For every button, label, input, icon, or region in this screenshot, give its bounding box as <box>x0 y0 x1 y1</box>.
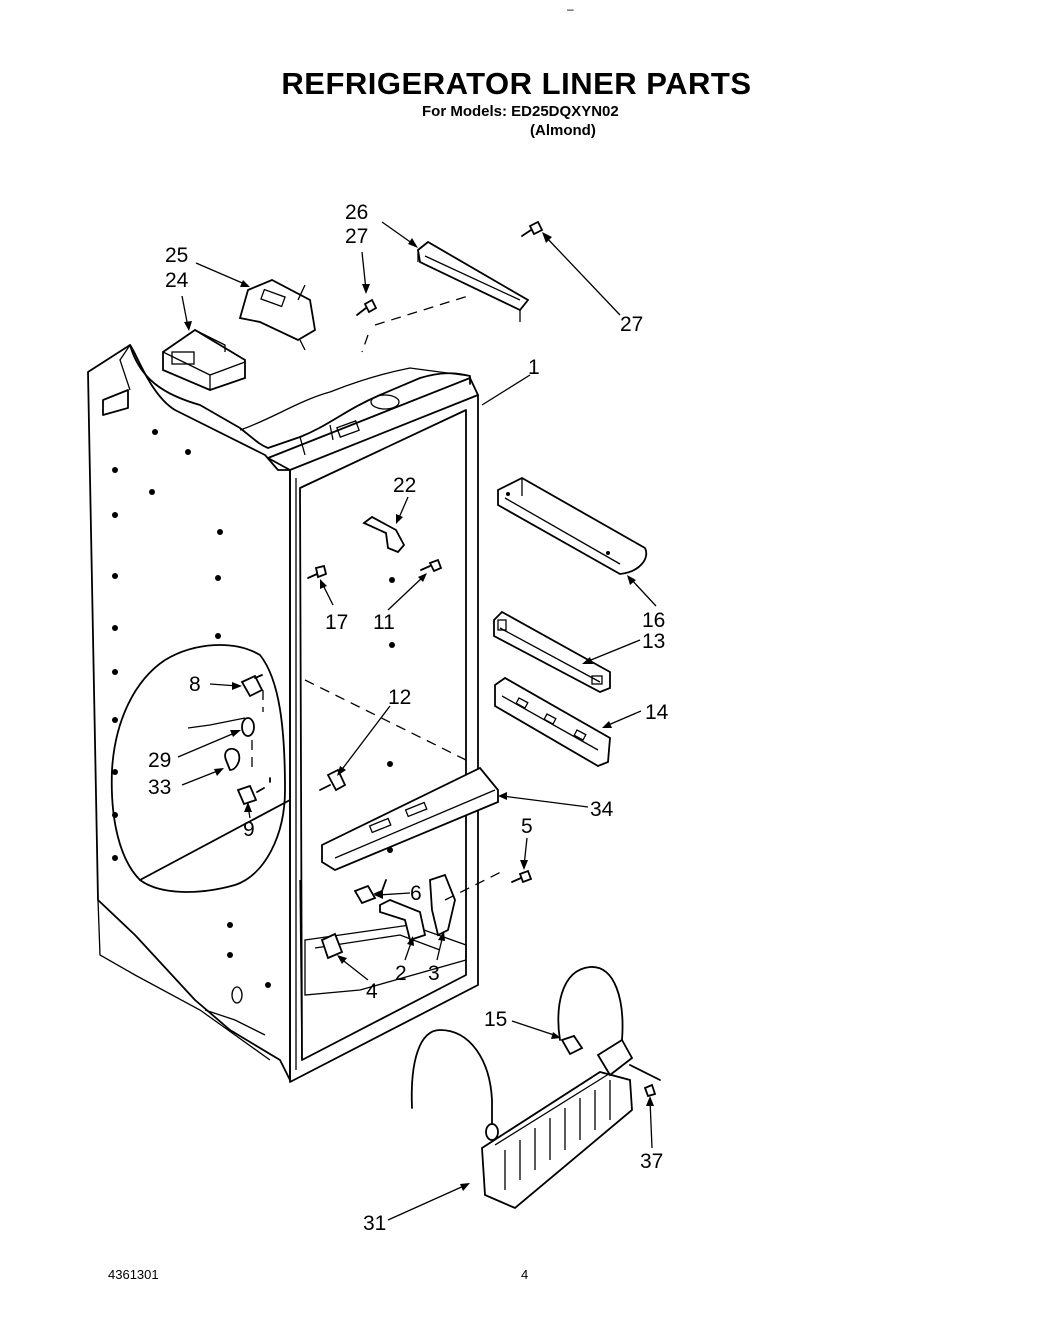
part-34-channel <box>321 766 499 872</box>
callout-1: 1 <box>528 356 540 379</box>
callout-34: 34 <box>590 798 614 821</box>
part-2-3-brackets <box>379 869 506 942</box>
callout-29: 29 <box>148 749 171 772</box>
color-note: (Almond) <box>530 122 596 139</box>
callout-13: 13 <box>642 630 665 653</box>
document-number: 4361301 <box>108 1267 159 1282</box>
inset-components <box>187 674 271 806</box>
callout-3: 3 <box>428 962 440 985</box>
part-16-shelf-rail <box>497 476 648 575</box>
callout-15: 15 <box>484 1008 507 1031</box>
part-22-bracket <box>362 515 406 554</box>
callout-12: 12 <box>388 686 411 709</box>
callout-9: 9 <box>243 818 255 841</box>
part-14-rail <box>494 676 611 767</box>
part-13-rail <box>493 610 611 693</box>
leader-lines <box>177 221 657 1221</box>
callout-25: 25 <box>165 244 188 267</box>
part-17-screw <box>307 564 328 579</box>
page-number: 4 <box>521 1267 529 1282</box>
liner-cabinet <box>87 344 479 1083</box>
callout-14: 14 <box>645 701 669 724</box>
part-12-clip <box>319 768 347 792</box>
callout-24: 24 <box>165 269 189 292</box>
part-26-track <box>417 240 530 322</box>
callout-8: 8 <box>189 673 201 696</box>
callout-22: 22 <box>393 474 416 497</box>
top-mark: – <box>567 2 574 16</box>
callout-26: 26 <box>345 201 368 224</box>
part-27-screws <box>356 220 544 316</box>
callout-5: 5 <box>521 815 533 838</box>
callout-2: 2 <box>395 962 407 985</box>
callout-4: 4 <box>366 980 378 1003</box>
part-5-screw <box>511 869 533 884</box>
callout-37: 37 <box>640 1150 663 1173</box>
callout-6: 6 <box>410 882 422 905</box>
side-panel-holes <box>112 429 395 1004</box>
part-24-control-housing <box>162 328 246 391</box>
part-6-grommet <box>353 879 387 905</box>
callout-labels: 26 27 27 25 24 1 22 17 11 16 13 14 12 8 … <box>148 201 669 1235</box>
part-11-screw <box>420 558 443 573</box>
callout-17: 17 <box>325 611 348 634</box>
page-title: REFRIGERATOR LINER PARTS <box>281 66 752 101</box>
callout-31: 31 <box>363 1212 386 1235</box>
model-subtitle: For Models: ED25DQXYN02 <box>422 103 619 120</box>
callout-33: 33 <box>148 776 171 799</box>
callout-27-right: 27 <box>620 313 643 336</box>
callout-11: 11 <box>373 611 395 634</box>
callout-27-top: 27 <box>345 225 368 248</box>
part-25-bracket <box>238 279 316 351</box>
part-15-fitting <box>560 1034 584 1056</box>
part-31-heater-assembly <box>410 966 661 1210</box>
part-4-block <box>320 932 344 960</box>
callout-16: 16 <box>642 609 665 632</box>
